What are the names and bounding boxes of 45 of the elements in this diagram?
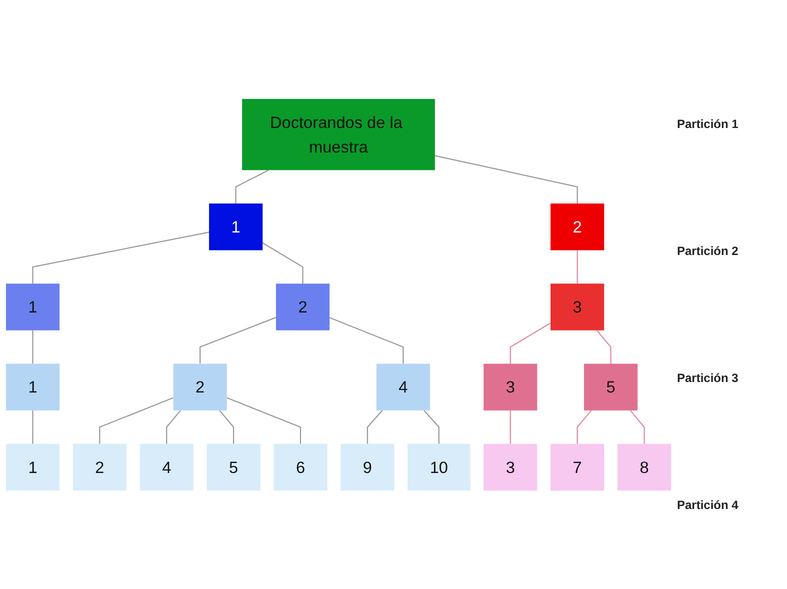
node-box: 5	[206, 444, 260, 490]
connector	[219, 410, 234, 444]
connector	[32, 410, 34, 444]
node-box: 2	[276, 283, 330, 330]
node-box: Doctorandos de la muestra	[242, 98, 435, 170]
connector	[510, 322, 551, 364]
connector	[32, 231, 210, 284]
node-box: 10	[408, 444, 470, 490]
node-box: 2	[72, 444, 126, 490]
connector	[226, 397, 302, 444]
node-box: 2	[550, 203, 604, 250]
connector	[99, 397, 174, 444]
connector	[235, 169, 269, 204]
node-box: 2	[173, 363, 227, 410]
connector	[576, 250, 578, 284]
partition-label: Partición 4	[677, 498, 740, 512]
connector	[32, 330, 34, 364]
node-box: 1	[6, 363, 60, 410]
node-box: 4	[376, 363, 430, 410]
connector	[329, 316, 404, 364]
partition-label: Partición 2	[677, 244, 740, 258]
node-box: 7	[550, 444, 604, 490]
node-box: 6	[274, 444, 328, 490]
connector	[200, 316, 276, 364]
node-box: 3	[484, 444, 538, 490]
connector	[366, 410, 383, 444]
node-box: 5	[584, 363, 638, 410]
connector	[262, 242, 304, 284]
partition-label: Partición 1	[677, 116, 740, 131]
node-box: 3	[550, 283, 604, 330]
connector	[596, 330, 612, 364]
connector	[630, 410, 645, 444]
partition-label: Partición 3	[677, 371, 740, 386]
connector	[166, 410, 181, 444]
connector	[424, 410, 440, 444]
node-box: 9	[340, 444, 394, 490]
node-box: 3	[484, 363, 538, 410]
node-box: 1	[209, 203, 263, 250]
connector	[576, 410, 592, 444]
node-box: 1	[6, 444, 60, 490]
node-box: 8	[617, 444, 672, 490]
connector	[434, 154, 578, 204]
node-box: 4	[140, 444, 194, 490]
connector	[510, 410, 511, 444]
node-box: 1	[6, 283, 60, 330]
